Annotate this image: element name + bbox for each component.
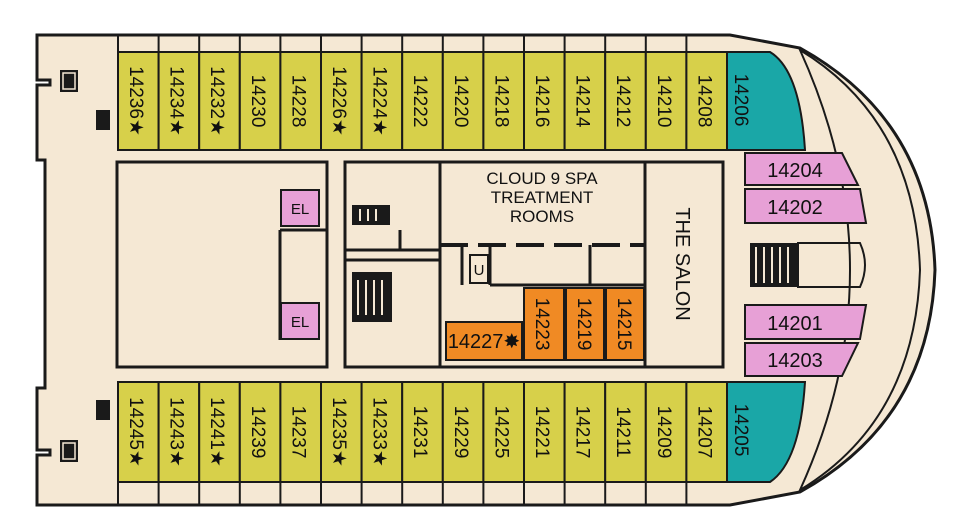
cabin-label: 14229 xyxy=(450,406,471,459)
cabin-label: 14201 xyxy=(767,313,823,335)
cabin-label: 14218 xyxy=(490,75,511,128)
cabin-14204[interactable] xyxy=(744,152,860,186)
cabin-14230[interactable] xyxy=(238,51,282,151)
cabin-label: 14236★ xyxy=(125,66,146,136)
cabin-label: 14217 xyxy=(572,406,593,459)
cabin-14202[interactable] xyxy=(744,188,868,224)
cabin-label: 14204 xyxy=(767,160,823,182)
cabin-label: 14225 xyxy=(490,406,511,459)
cabin-label: 14215 xyxy=(613,298,634,351)
salon-label: THE SALON xyxy=(671,207,693,320)
cabin-label: 14221 xyxy=(531,406,552,459)
cabin-label: 14220 xyxy=(450,75,471,128)
cabin-label: 14212 xyxy=(612,75,633,128)
cabin-label: 14241★ xyxy=(206,397,227,467)
cabin-14206[interactable] xyxy=(726,51,807,151)
elevator-label: EL xyxy=(291,201,309,218)
cabin-14214[interactable] xyxy=(563,51,607,151)
cabin-14233[interactable] xyxy=(360,381,404,483)
cabin-14209[interactable] xyxy=(644,381,688,483)
cabin-label: 14237 xyxy=(287,406,308,459)
cabin-label: 14226★ xyxy=(328,66,349,136)
cabin-label: 14210 xyxy=(653,75,674,128)
spa-title: CLOUD 9 SPA xyxy=(486,169,598,188)
cabin-14234[interactable] xyxy=(157,51,201,151)
cabin-label: 14223 xyxy=(531,298,552,351)
cabin-14235[interactable] xyxy=(320,381,363,483)
cabin-14227[interactable] xyxy=(445,321,523,361)
cabin-14208[interactable] xyxy=(685,51,729,151)
cabin-14237[interactable] xyxy=(279,381,322,483)
cabin-label: 14208 xyxy=(693,75,714,128)
cabin-label: 14243★ xyxy=(166,397,187,467)
cabin-14201[interactable] xyxy=(744,304,868,340)
cabin-14210[interactable] xyxy=(644,51,688,151)
cabin-14219[interactable] xyxy=(565,287,605,361)
cabin-label: 14230 xyxy=(247,75,268,128)
cabin-14228[interactable] xyxy=(279,51,322,151)
cabin-14215[interactable] xyxy=(605,287,645,361)
cabin-label: 14235★ xyxy=(328,397,349,467)
orange-cabins: 14223 14219 14215 14227✸ xyxy=(445,287,645,361)
cabin-14245[interactable] xyxy=(117,381,160,483)
cabin-label: 14209 xyxy=(653,406,674,459)
elevator-lower: EL xyxy=(280,302,320,340)
cabin-14231[interactable] xyxy=(401,381,444,483)
cabin-label: 14219 xyxy=(573,298,594,351)
top-cabin-row: 14236★ 14234★ 14232★ 14230 14228 14226★ 14224★… xyxy=(117,35,729,151)
cabin-label: 14231 xyxy=(409,406,430,459)
cabin-label: 14222 xyxy=(409,75,430,128)
stairs-icon xyxy=(352,205,392,322)
cabin-label: 14245★ xyxy=(125,397,146,467)
bow-stairs-icon xyxy=(750,242,866,288)
cabin-14229[interactable] xyxy=(441,381,485,483)
cabin-label: 14227✸ xyxy=(448,331,520,353)
cabin-label: 14203 xyxy=(767,350,823,372)
cabin-14217[interactable] xyxy=(563,381,607,483)
cabin-14222[interactable] xyxy=(401,51,444,151)
cabin-label: 14232★ xyxy=(206,66,227,136)
cabin-label: 14211 xyxy=(612,406,633,457)
cabin-14216[interactable] xyxy=(523,51,566,151)
cabin-14232[interactable] xyxy=(198,51,241,151)
cabin-label: 14206 xyxy=(730,74,751,127)
cabin-14212[interactable] xyxy=(604,51,647,151)
cabin-14203[interactable] xyxy=(744,342,860,377)
spa-subtitle: TREATMENT xyxy=(491,188,594,207)
cabin-label: 14214 xyxy=(572,75,593,128)
cabin-14226[interactable] xyxy=(320,51,363,151)
cabin-label: 14202 xyxy=(767,197,823,219)
cabin-label: 14228 xyxy=(287,75,308,128)
cabin-14243[interactable] xyxy=(157,381,201,483)
elevator-upper: EL xyxy=(280,189,320,227)
utility-label: U xyxy=(474,262,485,279)
cabin-label: 14233★ xyxy=(369,397,390,467)
spa-subtitle-2: ROOMS xyxy=(510,207,574,226)
stairs-icon xyxy=(60,70,110,462)
cabin-14220[interactable] xyxy=(441,51,485,151)
cabin-14205[interactable] xyxy=(726,381,807,483)
cabin-label: 14224★ xyxy=(369,66,390,136)
elevator-label: EL xyxy=(291,314,309,331)
cabin-label: 14207 xyxy=(693,406,714,459)
cabin-label: 14239 xyxy=(247,406,268,459)
cabin-label: 14234★ xyxy=(166,66,187,136)
bottom-cabin-row: 14245★ 14243★ 14241★ 14239 14237 14235★ 14233★… xyxy=(117,381,729,505)
cabin-label: 14216 xyxy=(531,75,552,128)
spa-block xyxy=(343,160,725,369)
cabin-14223[interactable] xyxy=(523,287,565,361)
cabin-14225[interactable] xyxy=(482,381,525,483)
aft-room xyxy=(115,160,329,369)
cabin-label: 14205 xyxy=(730,404,751,457)
